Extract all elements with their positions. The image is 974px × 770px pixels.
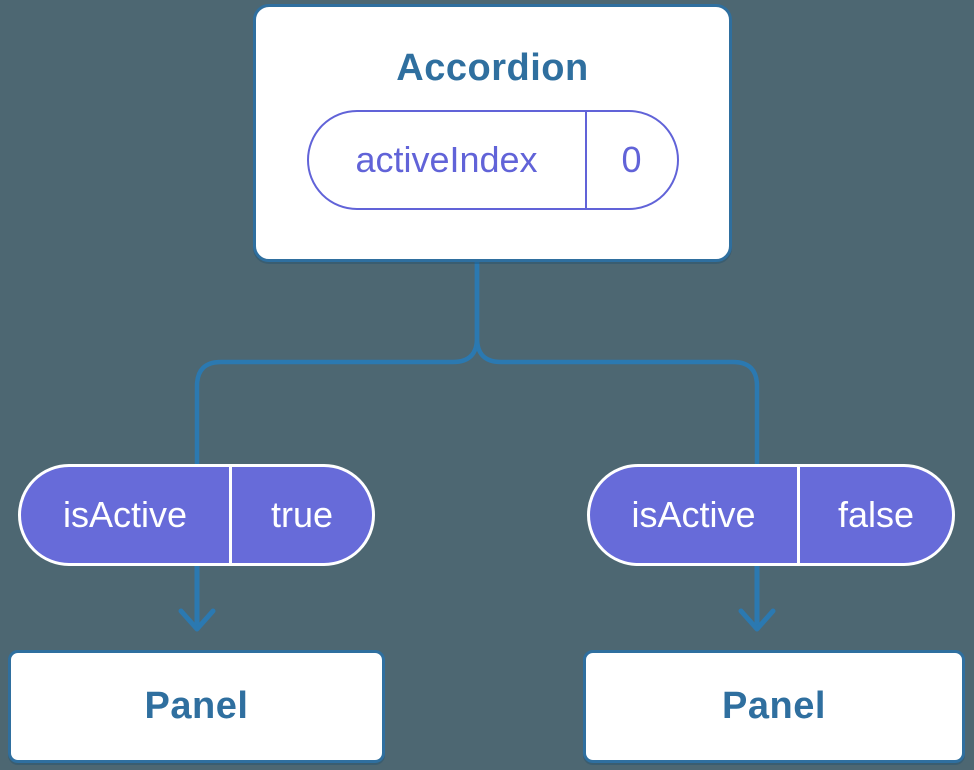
state-name: activeIndex — [355, 139, 538, 180]
panel-title-left: Panel — [144, 685, 249, 727]
prop-pill-isactive-right: isActive false — [587, 464, 955, 566]
prop-name-right: isActive — [631, 494, 756, 535]
accordion-node: Accordion activeIndex 0 — [253, 4, 732, 262]
accordion-title: Accordion — [396, 47, 589, 89]
prop-value-left: true — [229, 467, 372, 563]
state-value: 0 — [584, 112, 677, 208]
panel-node-right: Panel — [583, 650, 965, 763]
state-pill-activeindex: activeIndex 0 — [306, 110, 679, 210]
prop-value-right: false — [797, 467, 952, 563]
branch-line-left — [194, 257, 480, 469]
prop-pill-isactive-left: isActive true — [18, 464, 375, 566]
panel-title-right: Panel — [722, 685, 826, 727]
branch-line-right — [474, 257, 760, 469]
arrow-left-head — [178, 608, 216, 632]
arrow-right-head — [738, 608, 776, 632]
panel-node-left: Panel — [8, 650, 385, 763]
prop-name-left: isActive — [62, 494, 188, 535]
